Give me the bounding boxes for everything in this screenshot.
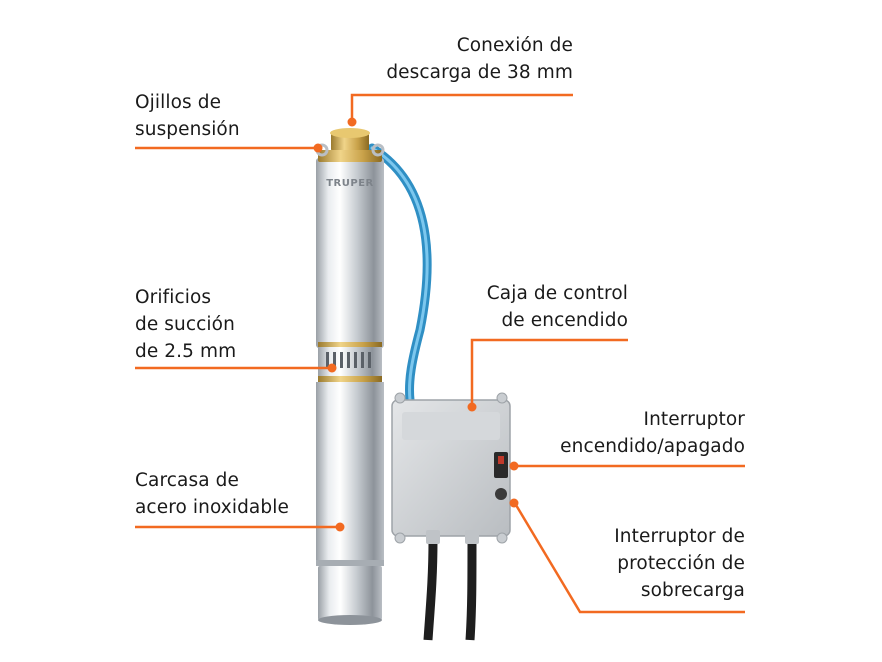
callout-dot-suction [327, 363, 337, 373]
callout-housing: Carcasa de acero inoxidable [135, 467, 289, 521]
brand-logo: TRUPER [326, 178, 374, 189]
callout-suction-line-2: de succión [135, 314, 235, 335]
pump-motor-section [316, 158, 384, 348]
callout-suspension: Ojillos de suspensión [135, 89, 240, 143]
callout-discharge-line-1: Conexión de [456, 35, 573, 56]
callout-overload-line-2: protección de [617, 553, 745, 574]
callout-overload: Interruptor de protección de sobrecarga [614, 523, 745, 604]
callout-dot-suspension [313, 143, 323, 153]
callout-switch-line-2: encendido/apagado [560, 436, 745, 457]
callout-overload-line-1: Interruptor de [614, 526, 745, 547]
callout-suspension-line-2: suspensión [135, 119, 240, 140]
callout-line-control-box [470, 338, 628, 405]
callout-control-box: Caja de control de encendido [487, 280, 628, 334]
power-cable-left [423, 539, 438, 641]
power-switch [494, 452, 508, 478]
power-cable-right [465, 539, 477, 641]
callout-switch: Interruptor encendido/apagado [560, 406, 745, 460]
callout-suspension-line-1: Ojillos de [135, 92, 222, 113]
callout-dot-discharge [347, 117, 357, 127]
callout-housing-line-1: Carcasa de [135, 470, 239, 491]
callout-dot-housing [335, 522, 345, 532]
callout-discharge-line-2: descarga de 38 mm [386, 62, 573, 83]
callout-switch-line-1: Interruptor [643, 409, 745, 430]
callout-control-box-line-1: Caja de control [486, 283, 628, 304]
callout-suction: Orificios de succión de 2.5 mm [135, 284, 236, 365]
callout-line-overload [514, 504, 745, 614]
callout-dot-control-box [467, 402, 477, 412]
callout-dot-switch [509, 461, 519, 471]
overload-reset-button [495, 488, 507, 500]
callout-overload-line-3: sobrecarga [640, 580, 745, 601]
callout-housing-line-2: acero inoxidable [135, 497, 289, 518]
callout-control-box-line-2: de encendido [501, 310, 628, 331]
callout-suction-line-3: de 2.5 mm [135, 341, 237, 362]
callout-discharge: Conexión de descarga de 38 mm [386, 32, 573, 86]
pump-housing [316, 382, 384, 562]
callout-line-discharge [350, 93, 573, 120]
callout-suction-line-1: Orificios [135, 287, 212, 308]
callout-dot-overload [509, 498, 519, 508]
suspension-eyelet-right [371, 143, 385, 157]
